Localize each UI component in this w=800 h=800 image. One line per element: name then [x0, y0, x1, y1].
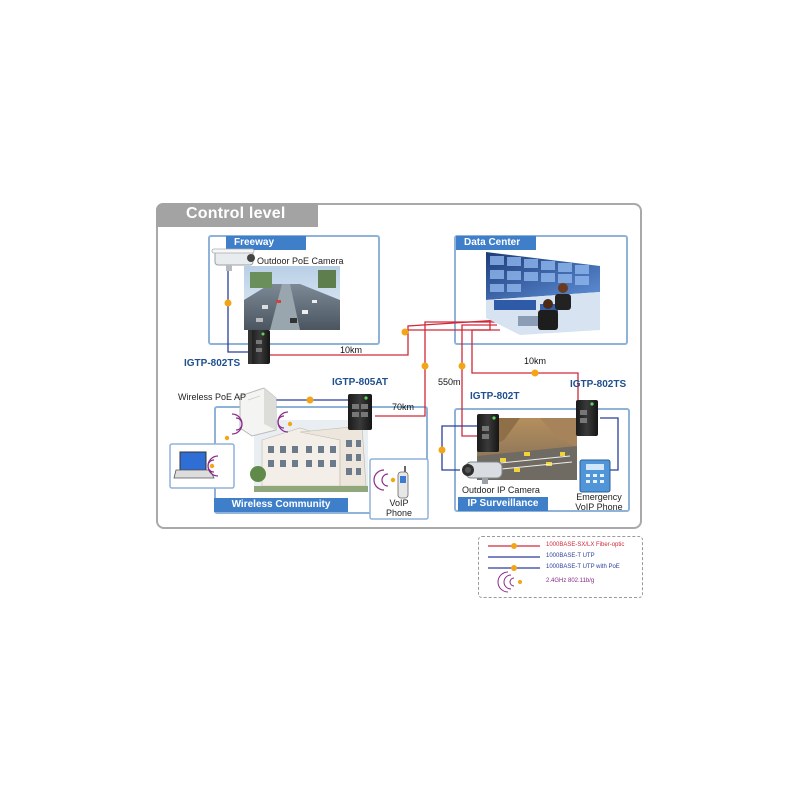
- voip-phone-label-line1: VoIP: [389, 498, 409, 508]
- wireless-community-zone-title: Wireless Community: [214, 498, 348, 512]
- surveillance-switch-left-model: IGTP-802T: [470, 391, 520, 402]
- legend-utp-text: 1000BASE-T UTP: [546, 553, 595, 559]
- poe-link-camera-switch: [227, 270, 252, 353]
- outdoor-ip-camera-label: Outdoor IP Camera: [462, 485, 540, 495]
- emergency-voip-label-line1: Emergency: [576, 492, 622, 502]
- wireless-signal-icon: [207, 411, 389, 491]
- freeway-zone-title: Freeway: [226, 236, 306, 250]
- operator-figure-icon: [555, 283, 571, 310]
- surveillance-switch-right-model: IGTP-802TS: [570, 379, 627, 390]
- outdoor-poe-camera-label: Outdoor PoE Camera: [257, 256, 344, 266]
- wireless-poe-ap-label: Wireless PoE AP: [178, 392, 247, 402]
- control-level-tab: Control level: [156, 203, 318, 227]
- emergency-voip-label-line2: VoIP Phone: [575, 502, 623, 512]
- legend-wireless-text: 2.4GHz 802.11b/g: [546, 578, 595, 584]
- legend-fiber-text: 1000BASE-SX/LX Fiber-optic: [546, 542, 625, 548]
- freeway-switch-model: IGTP-802TS: [184, 358, 241, 369]
- utp-link-switch-phone: [600, 417, 619, 471]
- operator-figure-icon: [538, 299, 558, 330]
- data-center-zone-title: Data Center: [456, 236, 536, 250]
- fiber-link-dc-surv-left: [461, 324, 497, 437]
- freeway-traffic-photo: [244, 266, 340, 330]
- outdoor-poe-camera-icon: [211, 248, 255, 271]
- fiber-connector-icon: [421, 362, 429, 370]
- wireless-dc-distance: 70km: [392, 402, 415, 412]
- dc-surv-right-distance: 10km: [524, 356, 547, 366]
- voip-handset-icon: [397, 466, 409, 499]
- igtp-802ts-surveillance-switch-icon: [576, 400, 598, 436]
- data-center-control-room-photo: [486, 252, 600, 335]
- wireless-poe-ap-icon: [239, 387, 277, 437]
- legend-box: [478, 536, 643, 598]
- emergency-voip-phone-icon: [579, 459, 611, 493]
- legend-poe-text: 1000BASE-T UTP with PoE: [546, 564, 620, 570]
- voip-phone-label-line2: Phone: [385, 508, 413, 518]
- fiber-connector-icon: [531, 369, 539, 377]
- laptop-icon: [173, 451, 215, 479]
- poe-connector-icon: [306, 396, 314, 404]
- legend-poe-line: [488, 565, 540, 571]
- wireless-switch-model: IGTP-805AT: [332, 377, 388, 388]
- fiber-link-dc-surv-right: [471, 329, 579, 402]
- poe-connector-icon: [224, 299, 232, 307]
- ip-surveillance-zone-title: IP Surveillance: [458, 497, 548, 511]
- voip-phone-label: VoIP Phone: [370, 498, 428, 518]
- igtp-802t-switch-icon: [477, 414, 499, 452]
- poe-connector-icon: [438, 446, 446, 454]
- control-level-title: Control level: [186, 205, 286, 222]
- emergency-voip-phone-label: Emergency VoIP Phone: [570, 492, 628, 512]
- freeway-dc-distance: 10km: [340, 345, 363, 355]
- legend-wireless-icon: [497, 571, 515, 593]
- fiber-connector-icon: [401, 328, 409, 336]
- outdoor-ip-camera-icon: [462, 461, 503, 484]
- igtp-805at-switch-icon: [348, 394, 372, 430]
- legend-fiber-line: [488, 543, 540, 549]
- igtp-802ts-freeway-switch-icon: [248, 330, 270, 364]
- fiber-connector-icon: [458, 362, 466, 370]
- dc-surv-left-distance: 550m: [438, 377, 461, 387]
